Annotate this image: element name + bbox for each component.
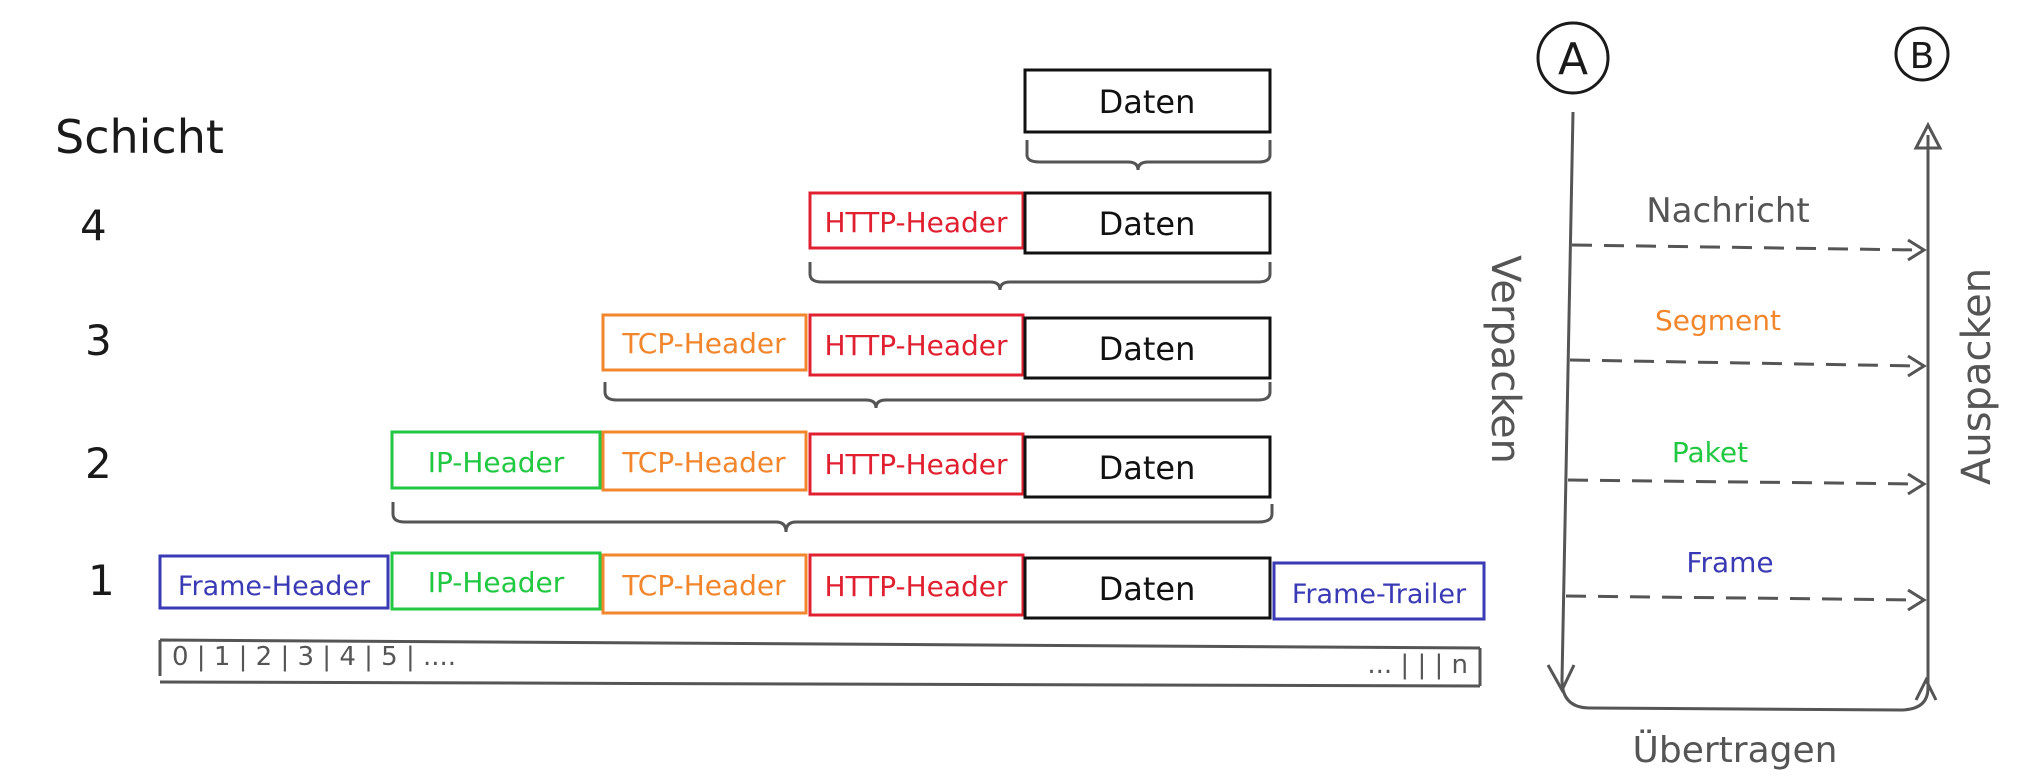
ruler-right-label: ... | | | n [1367, 650, 1468, 680]
level-arrow-paket [1567, 478, 1919, 486]
tcp-header-label: TCP-Header [621, 327, 786, 360]
level-label-nachricht: Nachricht [1646, 191, 1810, 231]
daten-box [1023, 556, 1272, 620]
daten-label: Daten [1099, 330, 1196, 368]
level-label-segment: Segment [1655, 304, 1781, 337]
auspacken-label: Auspacken [1954, 268, 2000, 485]
http-header-box [808, 432, 1025, 496]
daten-box [1023, 316, 1272, 380]
tcp-header-box [601, 313, 808, 372]
daten-box [1023, 68, 1272, 134]
brace-layer-4 [808, 262, 1272, 291]
level-label-frame: Frame [1686, 546, 1773, 579]
ruler-outline [158, 638, 1482, 688]
level-arrowhead [1907, 238, 1927, 262]
arrowhead-corner [1914, 676, 1938, 701]
http-header-label: HTTP-Header [824, 570, 1008, 603]
tcp-header-label: TCP-Header [621, 446, 786, 479]
bit-ruler: 0 | 1 | 2 | 3 | 4 | 5 | .... ... | | | n [158, 638, 1482, 688]
daten-label: Daten [1099, 570, 1196, 608]
daten-label: Daten [1099, 83, 1196, 121]
http-header-label: HTTP-Header [824, 329, 1008, 362]
row-layer-2: IP-Header TCP-Header HTTP-Header Daten [390, 430, 1274, 533]
level-arrowhead [1907, 588, 1927, 612]
http-header-label: HTTP-Header [824, 448, 1008, 481]
layer-number-3: 3 [85, 316, 112, 365]
row-layer-4: HTTP-Header Daten [808, 191, 1272, 291]
daten-label: Daten [1099, 449, 1196, 487]
daten-label: Daten [1099, 205, 1196, 243]
ruler-left-label: 0 | 1 | 2 | 3 | 4 | 5 | .... [172, 642, 456, 672]
daten-box [1023, 435, 1272, 499]
ip-header-box [390, 551, 602, 611]
node-a-circle [1536, 21, 1610, 95]
level-arrow-frame [1565, 594, 1919, 602]
http-header-box [808, 553, 1025, 617]
tcp-header-label: TCP-Header [621, 569, 786, 602]
ip-header-label: IP-Header [428, 446, 565, 479]
verpacken-label: Verpacken [1482, 255, 1528, 464]
level-arrowhead [1907, 354, 1927, 378]
ip-header-box [390, 430, 602, 490]
row-top: Daten [1023, 68, 1272, 171]
brace-layer-2 [391, 502, 1274, 533]
frame-header-box [158, 554, 390, 610]
frame-trailer-label: Frame-Trailer [1292, 579, 1467, 610]
layer-number-2: 2 [85, 439, 112, 488]
transport-path [1560, 111, 1930, 712]
flow-diagram: A B Nachricht Segment Paket Frame Verpac… [1482, 21, 2000, 771]
uebertragen-label: Übertragen [1633, 729, 1838, 771]
tcp-header-box [601, 430, 808, 492]
brace-layer-3 [603, 382, 1272, 409]
arrowhead-down [1546, 664, 1576, 694]
frame-header-label: Frame-Header [178, 571, 371, 602]
level-label-paket: Paket [1672, 436, 1748, 469]
row-layer-3: TCP-Header HTTP-Header Daten [601, 313, 1272, 409]
row-layer-1: Frame-Header IP-Header TCP-Header HTTP-H… [158, 551, 1486, 621]
http-header-label: HTTP-Header [824, 206, 1008, 239]
node-b-label: B [1910, 36, 1935, 77]
frame-trailer-box [1272, 561, 1486, 621]
node-a-label: A [1558, 34, 1588, 85]
http-header-box [808, 313, 1025, 377]
http-header-box [808, 191, 1025, 250]
layer-heading: Schicht [55, 110, 224, 164]
layer-number-4: 4 [80, 201, 107, 250]
level-arrow-nachricht [1571, 243, 1919, 252]
node-b-circle [1894, 26, 1950, 82]
daten-box [1023, 191, 1272, 255]
level-arrowhead [1907, 472, 1927, 496]
ip-header-label: IP-Header [428, 566, 565, 599]
tcp-header-box [601, 553, 808, 615]
brace-top [1025, 140, 1272, 171]
arrowhead-up [1913, 121, 1943, 150]
level-arrow-segment [1569, 358, 1919, 368]
layer-number-1: 1 [88, 556, 115, 605]
